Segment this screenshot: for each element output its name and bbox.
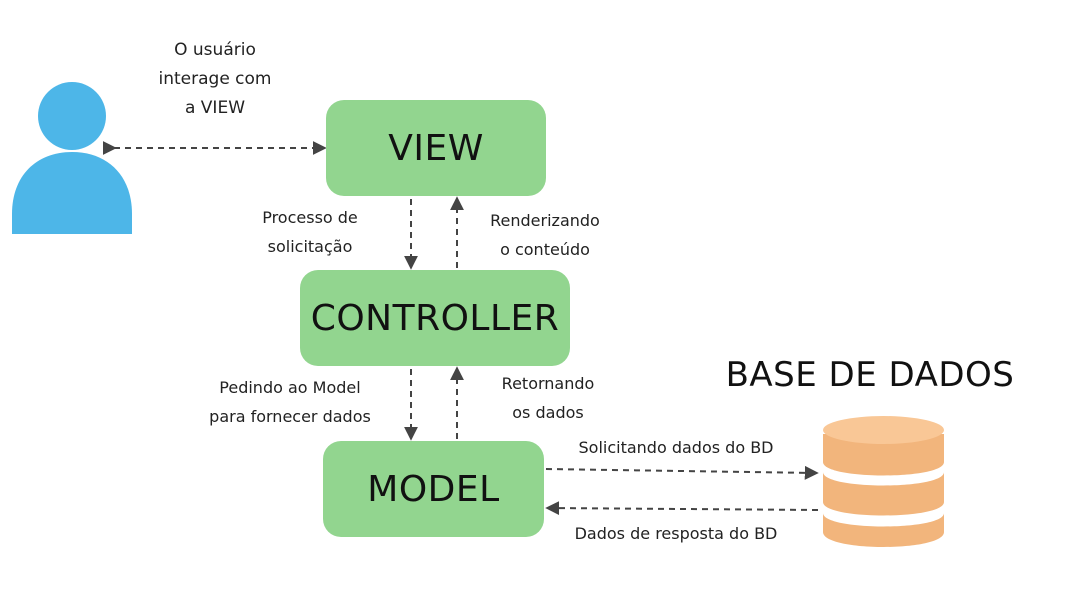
return-label-line-1: Retornando: [501, 374, 595, 393]
request-label-line-2: solicitação: [267, 237, 353, 256]
database-title: BASE DE DADOS: [725, 355, 1015, 395]
response-db-label: Dados de resposta do BD: [574, 524, 778, 543]
ask-model-label: Pedindo ao Model para fornecer dados: [195, 373, 385, 431]
controller-box-label: CONTROLLER: [310, 297, 560, 339]
request-db-label: Solicitando dados do BD: [578, 438, 774, 457]
view-box-label: VIEW: [388, 127, 484, 169]
ask-label-line-1: Pedindo ao Model: [219, 378, 361, 397]
controller-box: CONTROLLER: [300, 270, 570, 366]
user-label-line-2: interage com: [158, 69, 272, 89]
user-interaction-label: O usuário interage com a VIEW: [140, 36, 290, 123]
render-label-line-1: Renderizando: [490, 211, 600, 230]
return-label-line-2: os dados: [512, 403, 584, 422]
ask-label-line-2: para fornecer dados: [209, 407, 371, 426]
render-label-line-2: o conteúdo: [500, 240, 590, 259]
arrow-db-to-model: [545, 501, 819, 516]
arrow-model-to-db: [545, 465, 819, 480]
request-label-line-1: Processo de: [262, 208, 358, 227]
database-icon: [823, 416, 944, 547]
user-label-line-1: O usuário: [174, 40, 256, 60]
user-icon: [12, 82, 132, 234]
model-box-label: MODEL: [367, 468, 500, 510]
rendering-label: Renderizando o conteúdo: [480, 206, 610, 264]
return-data-label: Retornando os dados: [488, 369, 608, 427]
view-box: VIEW: [326, 100, 546, 196]
request-process-label: Processo de solicitação: [245, 203, 375, 261]
user-label-line-3: a VIEW: [184, 98, 245, 118]
model-box: MODEL: [323, 441, 544, 537]
